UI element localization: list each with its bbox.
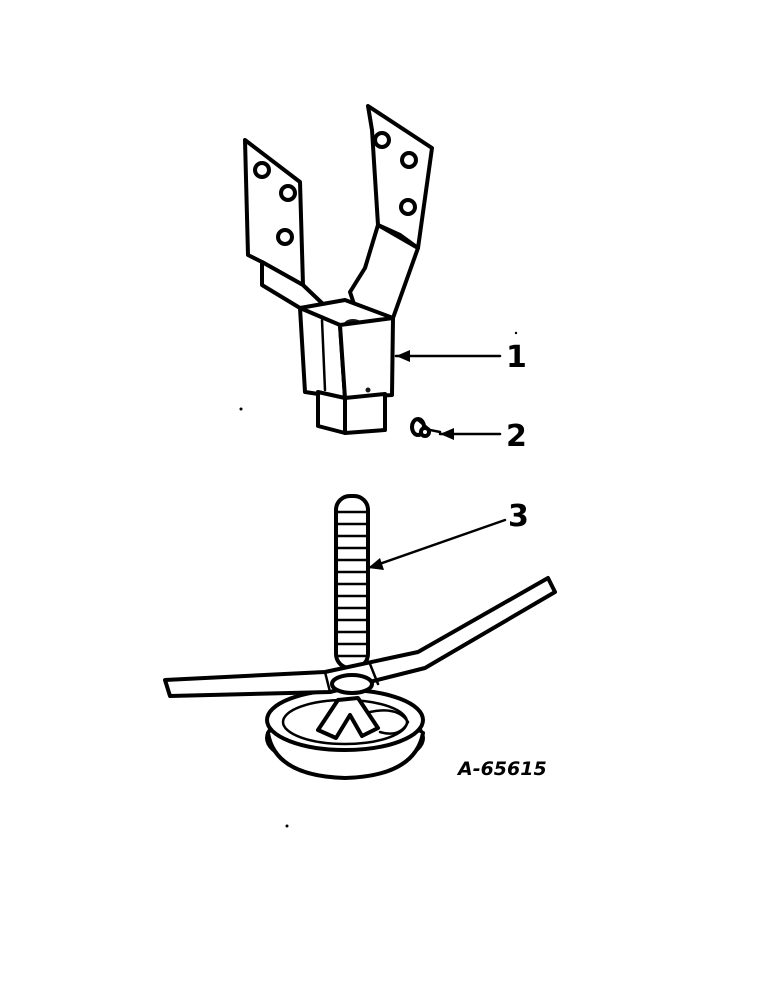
callout-3: 3 bbox=[366, 499, 529, 570]
print-speck bbox=[285, 824, 289, 828]
jack-screw-part-3 bbox=[163, 494, 557, 780]
callout-3-number: 3 bbox=[508, 499, 529, 534]
print-speck bbox=[239, 407, 243, 411]
screw-threads bbox=[336, 510, 368, 658]
figure-reference: A-65615 bbox=[456, 758, 547, 780]
print-speck bbox=[514, 331, 518, 335]
callout-2: 2 bbox=[438, 419, 527, 454]
callout-1: 1 bbox=[394, 340, 527, 375]
callout-2-number: 2 bbox=[506, 419, 527, 454]
jack-bracket-part-1 bbox=[243, 104, 434, 435]
pin-part-2 bbox=[410, 417, 442, 438]
callout-1-number: 1 bbox=[506, 340, 527, 375]
